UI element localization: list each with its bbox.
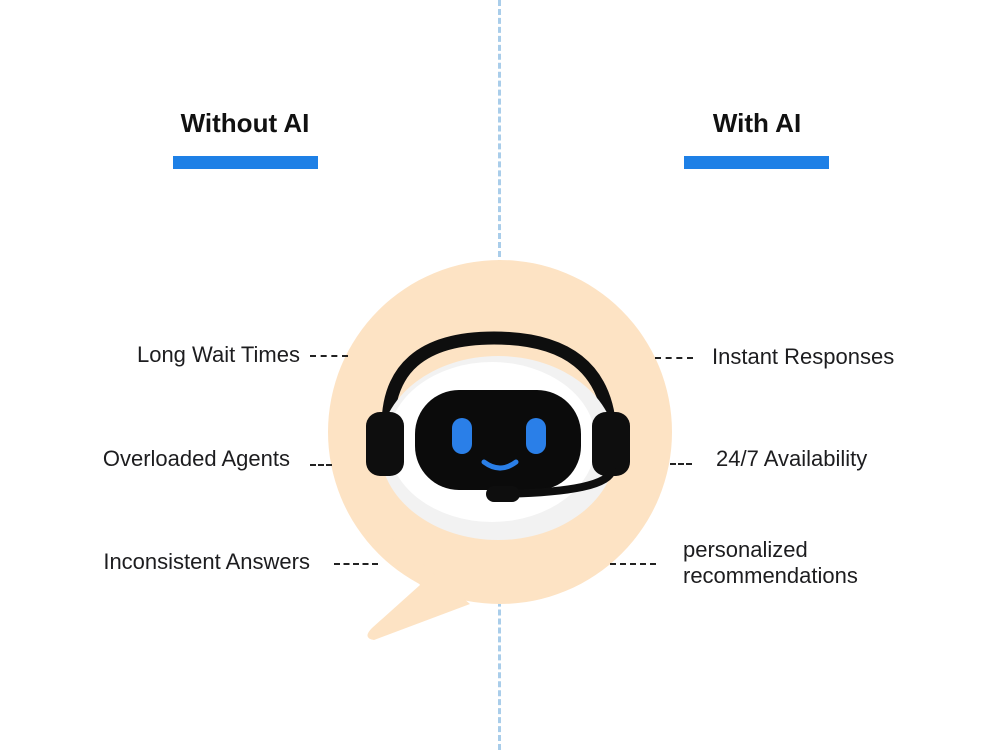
without-ai-item-overloaded-agents: Overloaded Agents [102,446,290,471]
with-ai-heading: With AI [712,108,802,138]
with-ai-item-availability: 24/7 Availability [716,446,868,471]
smile-icon [481,459,519,471]
connector-dash [655,357,693,359]
right-eye-icon [526,418,546,454]
right-ear-cup-icon [592,412,630,476]
with-ai-underline [684,156,829,169]
without-ai-heading: Without AI [180,108,310,138]
left-ear-cup-icon [366,412,404,476]
connector-dash [670,463,692,465]
headset-band-icon [381,331,617,437]
connector-dash [334,563,378,565]
left-eye-icon [452,418,472,454]
with-ai-item-instant-responses: Instant Responses [712,344,895,369]
without-ai-underline [173,156,318,169]
microphone-icon [486,486,520,502]
robot-head-icon [380,356,616,540]
connector-dash [310,464,332,466]
connector-dash [310,355,348,357]
without-ai-item-inconsistent-answers: Inconsistent Answers [103,549,310,574]
without-ai-item-long-wait-times: Long Wait Times [136,342,300,367]
connector-dash [610,563,656,565]
microphone-arm-icon [496,466,616,498]
with-ai-item-personalized-recommendations: personalized recommendations [683,537,858,588]
